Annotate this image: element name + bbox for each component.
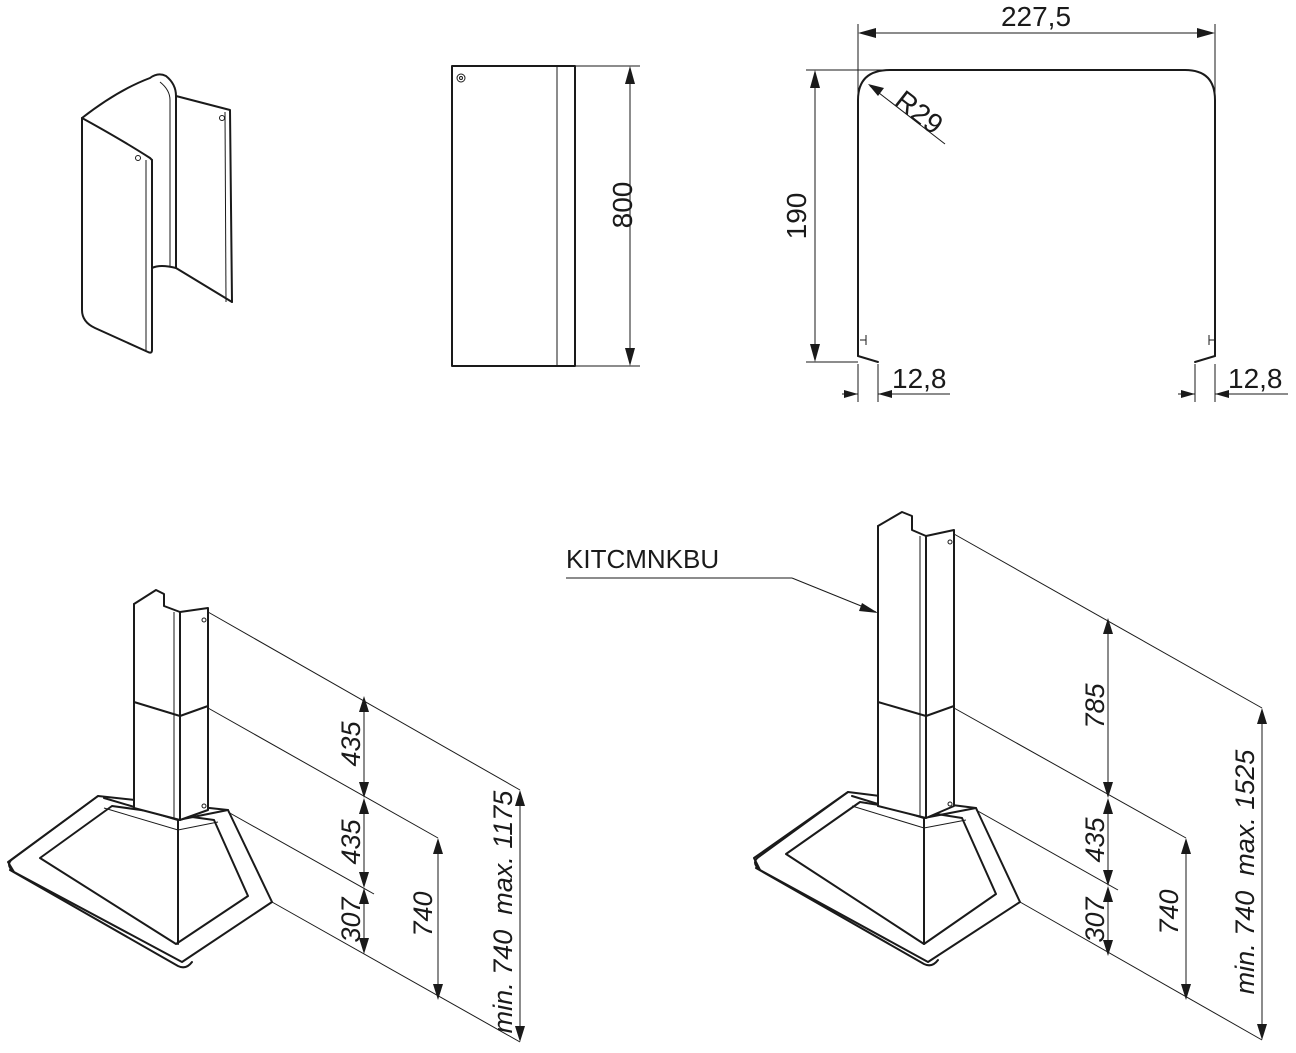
standard-range-label: min. 740 max. 1175 — [488, 790, 518, 1034]
top-height-label: 190 — [781, 193, 812, 240]
side-height-label: 800 — [607, 182, 638, 229]
kit-installation: KITCMNKBU 785 435 307 740 min. 740 max. … — [566, 511, 1267, 1041]
chimney-piece-isometric — [81, 73, 233, 354]
standard-upper-label: 435 — [336, 720, 366, 766]
side-view: 800 — [451, 65, 640, 367]
kit-upper-label: 785 — [1080, 682, 1110, 728]
standard-middle-label: 435 — [336, 818, 366, 864]
kit-range-label: min. 740 max. 1525 — [1230, 749, 1260, 995]
kit-min-label: 740 — [1154, 889, 1184, 934]
kit-name-label: KITCMNKBU — [566, 544, 719, 574]
radius-label: R29 — [889, 84, 949, 140]
right-flange-label: 12,8 — [1228, 363, 1283, 394]
standard-installation: 435 435 307 740 min. 740 max. 1175 — [7, 589, 525, 1043]
top-view-profile: 227,5 190 R29 12,8 12,8 — [781, 1, 1288, 402]
standard-lower-label: 307 — [336, 896, 366, 942]
kit-lower-label: 307 — [1080, 896, 1110, 942]
top-width-label: 227,5 — [1001, 1, 1071, 32]
kit-middle-label: 435 — [1080, 816, 1110, 862]
left-flange-label: 12,8 — [892, 363, 947, 394]
standard-min-label: 740 — [408, 891, 438, 936]
